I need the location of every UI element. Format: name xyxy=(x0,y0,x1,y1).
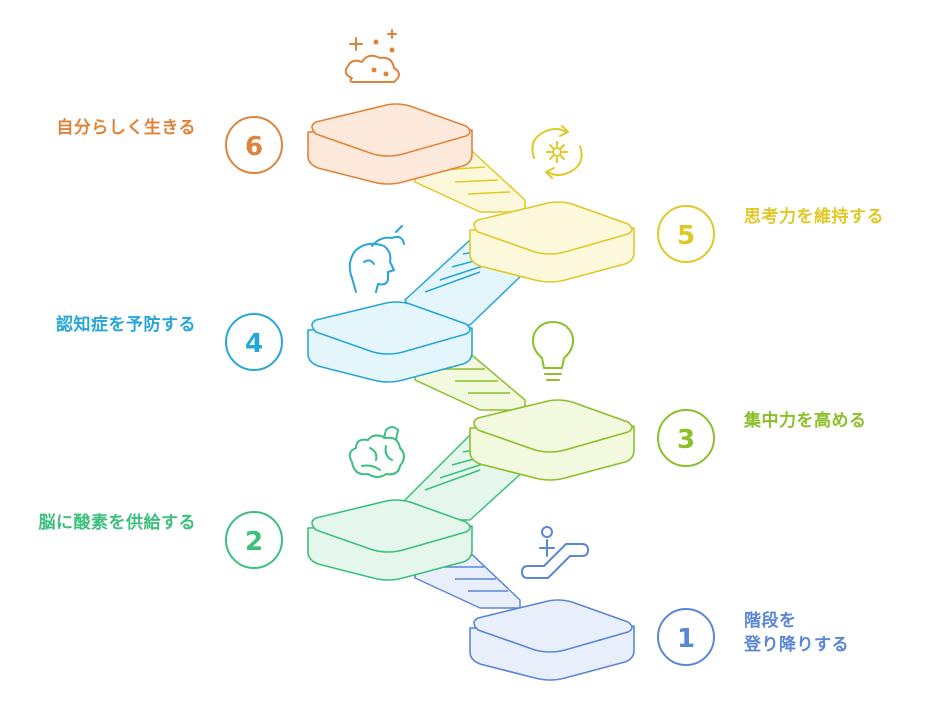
step-number-3: 3 xyxy=(677,425,695,455)
step-badge-5: 5 xyxy=(657,205,715,263)
step-number-4: 4 xyxy=(245,329,263,359)
step-badge-2: 2 xyxy=(225,511,283,569)
lightbulb-icon xyxy=(532,321,574,381)
step-number-2: 2 xyxy=(245,527,263,557)
landing-2 xyxy=(307,499,473,581)
step-label-6: 自分らしく生きる xyxy=(56,117,196,138)
step-badge-4: 4 xyxy=(225,313,283,371)
landing-5 xyxy=(469,201,635,283)
step-number-5: 5 xyxy=(677,221,695,251)
step-label-5: 思考力を維持する xyxy=(744,206,884,227)
step-label-3: 集中力を高める xyxy=(743,410,867,431)
step-badge-1: 1 xyxy=(657,608,715,666)
escalator-person-icon xyxy=(521,526,589,579)
sparkle-cloud-icon xyxy=(344,29,400,83)
brain-icon xyxy=(348,426,405,478)
cycle-gear-icon xyxy=(531,125,583,179)
landing-6 xyxy=(307,103,473,185)
landing-4 xyxy=(307,301,473,383)
step-badge-3: 3 xyxy=(657,409,715,467)
head-thinking-icon xyxy=(348,225,405,293)
step-badge-6: 6 xyxy=(225,116,283,174)
landing-3 xyxy=(469,399,635,481)
landing-1 xyxy=(469,599,635,681)
step-number-6: 6 xyxy=(245,132,263,162)
step-label-4: 認知症を予防する xyxy=(56,314,196,335)
step-label-1-line-2: 登り降りする xyxy=(743,634,849,655)
step-label-2: 脳に酸素を供給する xyxy=(39,512,197,533)
step-number-1: 1 xyxy=(677,624,695,654)
step-label-1-line-1: 階段を xyxy=(744,610,797,631)
